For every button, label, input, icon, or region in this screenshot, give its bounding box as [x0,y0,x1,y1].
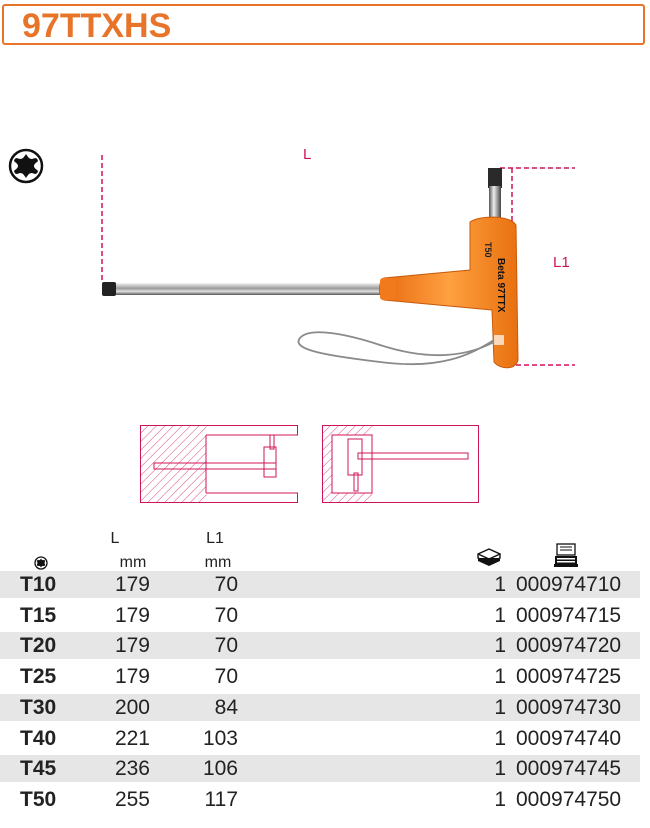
product-code-cell: 000974725 [516,665,622,689]
t-handle-wrench-image: T50 Beta 97TTX [101,155,575,369]
size-cell: T50 [20,787,57,811]
length-l1-cell: 70 [214,573,238,596]
column-l-label: L [110,530,120,547]
length-l-cell: 179 [114,603,150,627]
header-banner: 97TTXHS [2,4,645,45]
table-row: T10 179 70 1 000974710 [0,571,640,598]
length-l1-cell: 70 [214,634,238,658]
torx-icon [34,556,48,570]
quantity-cell: 1 [494,726,506,750]
quantity-cell: 1 [494,757,506,781]
table-row: T25 179 70 1 000974725 [0,663,640,690]
product-code-cell: 000974715 [516,603,622,627]
quantity-cell: 1 [494,634,506,658]
length-l-cell: 179 [114,665,150,689]
length-l-cell: 221 [114,726,150,750]
length-l-cell: 236 [114,757,150,781]
length-l-cell: 200 [114,695,150,719]
product-code-cell: 000974710 [516,573,622,596]
quantity-cell: 1 [494,665,506,689]
length-l-cell: 179 [114,573,150,596]
table-row: T20 179 70 1 000974720 [0,632,640,660]
table-row: T50 255 117 1 000974750 [0,786,640,813]
size-cell: T30 [20,695,57,719]
product-code-cell: 000974750 [516,787,622,811]
box-icon [477,548,501,566]
size-cell: T45 [20,757,57,781]
usage-diagram-right [322,425,479,503]
table-row: T15 179 70 1 000974715 [0,602,640,629]
size-cell: T25 [20,665,57,689]
product-code-cell: 000974740 [516,726,622,750]
product-code-cell: 000974720 [516,634,622,658]
length-l1-cell: 70 [214,665,238,689]
quantity-cell: 1 [494,573,506,596]
table-row: T45 236 106 1 000974745 [0,755,640,783]
handle-size-text: T50 [483,242,493,258]
dimension-l-label: L [303,146,312,163]
column-l-unit: mm [119,554,147,571]
torx-icon [8,148,44,184]
handle-brand-text: Beta 97TTX [495,258,506,313]
size-cell: T20 [20,634,57,658]
quantity-cell: 1 [494,603,506,627]
length-l1-cell: 84 [214,695,238,719]
length-l-cell: 179 [114,634,150,658]
length-l1-cell: 103 [202,726,238,750]
length-l1-cell: 70 [214,603,238,627]
size-cell: T15 [20,603,57,627]
column-l1-unit: mm [204,554,232,571]
table-row: T30 200 84 1 000974730 [0,693,640,721]
table-row: T40 221 103 1 000974740 [0,725,640,752]
length-l-cell: 255 [114,787,150,811]
barcode-terminal-icon [554,543,578,567]
length-l1-cell: 117 [204,787,238,811]
quantity-cell: 1 [494,787,506,811]
quantity-cell: 1 [494,695,506,719]
product-code-cell: 000974730 [516,695,622,719]
size-cell: T10 [20,573,57,596]
column-l1-label: L1 [206,530,224,547]
usage-diagram-left [140,425,298,503]
size-cell: T40 [20,726,57,750]
dimension-l1-label: L1 [553,254,570,271]
product-title: 97TTXHS [22,7,172,45]
product-code-cell: 000974745 [516,757,622,781]
length-l1-cell: 106 [202,757,238,781]
